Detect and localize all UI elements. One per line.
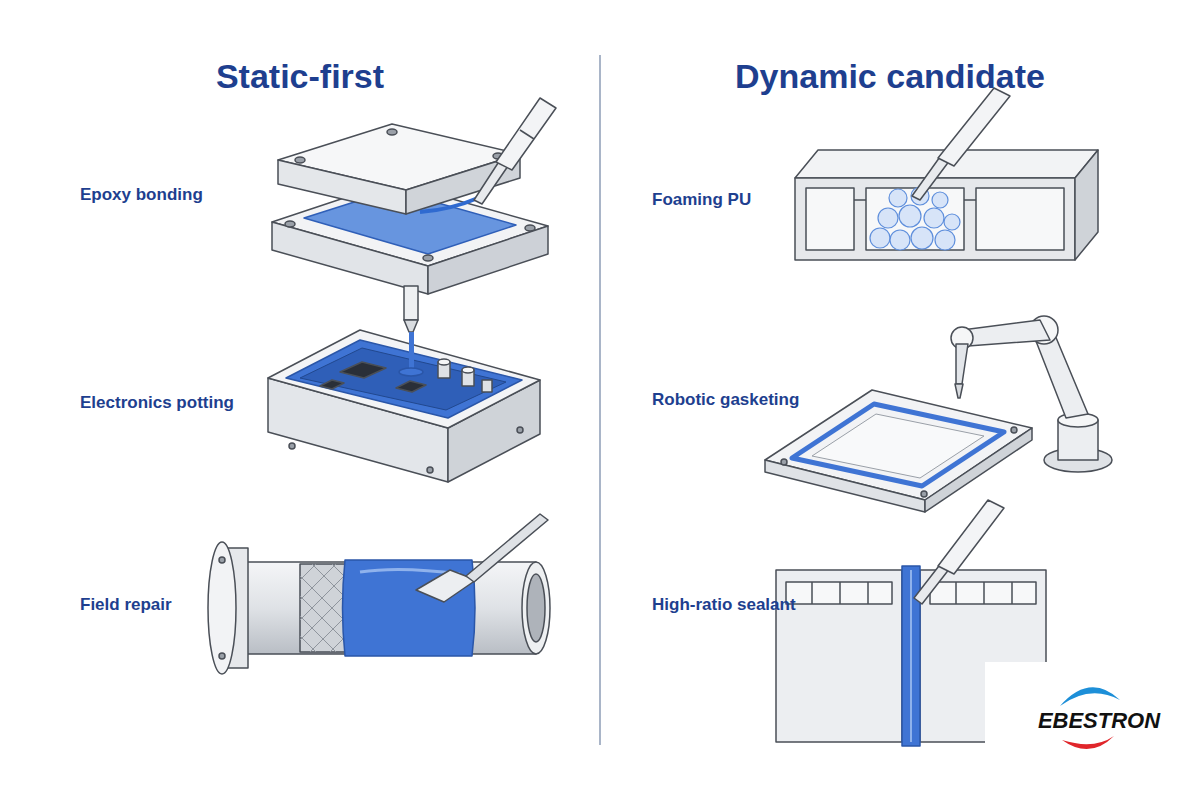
foam-bubble (899, 205, 921, 227)
logo-swoosh-red (1062, 736, 1114, 749)
syringe-ring (520, 130, 534, 139)
epoxy-bonding-illustration (272, 98, 556, 294)
capacitor-top (462, 367, 474, 373)
robotic-gasketing-illustration (765, 316, 1112, 512)
gasket-bead (792, 404, 1004, 486)
panel-window (930, 582, 1036, 604)
logo-swoosh-blue (1060, 687, 1120, 706)
pipe-end (522, 562, 550, 654)
foam-bubble (878, 208, 898, 228)
screw-hole (289, 443, 295, 449)
dispense-tip (955, 384, 963, 398)
pipe-bore (527, 574, 545, 642)
panel-ribs (956, 582, 1012, 604)
chip (340, 362, 386, 378)
bolt-hole (285, 221, 295, 227)
flange-bolt (219, 653, 225, 659)
application-label: Foaming PU (652, 190, 792, 210)
logo-text: EBESTRON (1024, 708, 1174, 734)
bolt-hole (387, 129, 397, 135)
repair-compound (343, 560, 476, 656)
adhesive-bead (420, 198, 478, 212)
robot-upper-arm (962, 320, 1050, 346)
panel-window (786, 582, 892, 604)
robot-wrist (956, 344, 968, 384)
syringe-body (496, 98, 556, 170)
spatula-handle (466, 514, 548, 582)
foam-bubble (889, 189, 907, 207)
bolt-hole (525, 225, 535, 231)
foam-bubble (890, 230, 910, 250)
application-label: Electronics potting (80, 393, 265, 413)
circuit-board (300, 348, 506, 410)
foaming-pu-illustration (795, 88, 1098, 260)
application-label: Field repair (80, 595, 260, 615)
application-label: High-ratio sealant (652, 595, 822, 615)
mesh-pattern (300, 564, 345, 652)
bolt-hole (423, 255, 433, 261)
column-divider (599, 55, 601, 745)
flange (208, 542, 236, 674)
bolt-hole (921, 491, 927, 497)
screw-hole (427, 467, 433, 473)
capacitor (482, 380, 492, 392)
potting-stream (409, 332, 414, 370)
potting-puddle (399, 368, 423, 376)
chip (320, 380, 344, 389)
dispense-nozzle (404, 286, 418, 320)
bolt-hole (1011, 427, 1017, 433)
mesh-wrap (300, 564, 345, 652)
profile-front (795, 178, 1075, 260)
profile-chamber (976, 188, 1064, 250)
foam-bubble (911, 227, 933, 249)
foam-bubble (944, 214, 960, 230)
foam-bubble (924, 208, 944, 228)
screw-hole (517, 427, 523, 433)
foam-gun-body (938, 88, 1010, 166)
nozzle-tip (404, 320, 418, 332)
logo-background (985, 662, 1200, 760)
application-label: Epoxy bonding (80, 185, 260, 205)
column-heading: Dynamic candidate (690, 56, 1090, 97)
profile-chamber (806, 188, 854, 250)
capacitor-top (438, 359, 450, 365)
potting-compound (286, 340, 522, 418)
column-heading: Static-first (100, 56, 500, 97)
foam-bubble (935, 230, 955, 250)
flange-bolt (219, 557, 225, 563)
plate-recess (812, 414, 984, 478)
electronics-potting-illustration (268, 286, 540, 482)
bolt-hole (295, 157, 305, 163)
syringe-nozzle (474, 160, 508, 204)
sealant-cartridge (938, 500, 1004, 574)
field-repair-illustration (208, 514, 550, 674)
enclosure-rim (268, 330, 540, 428)
logo (985, 662, 1200, 760)
profile-side (1075, 150, 1098, 260)
panel-ribs (812, 582, 868, 604)
plate-front (278, 160, 406, 214)
application-label: Robotic gasketing (652, 390, 822, 410)
foam-bubble (932, 192, 948, 208)
bolt-hole (781, 459, 787, 465)
chip (396, 381, 426, 392)
foam-bubble (870, 228, 890, 248)
flange-plate (765, 390, 1032, 500)
joint-highlight (910, 570, 912, 742)
